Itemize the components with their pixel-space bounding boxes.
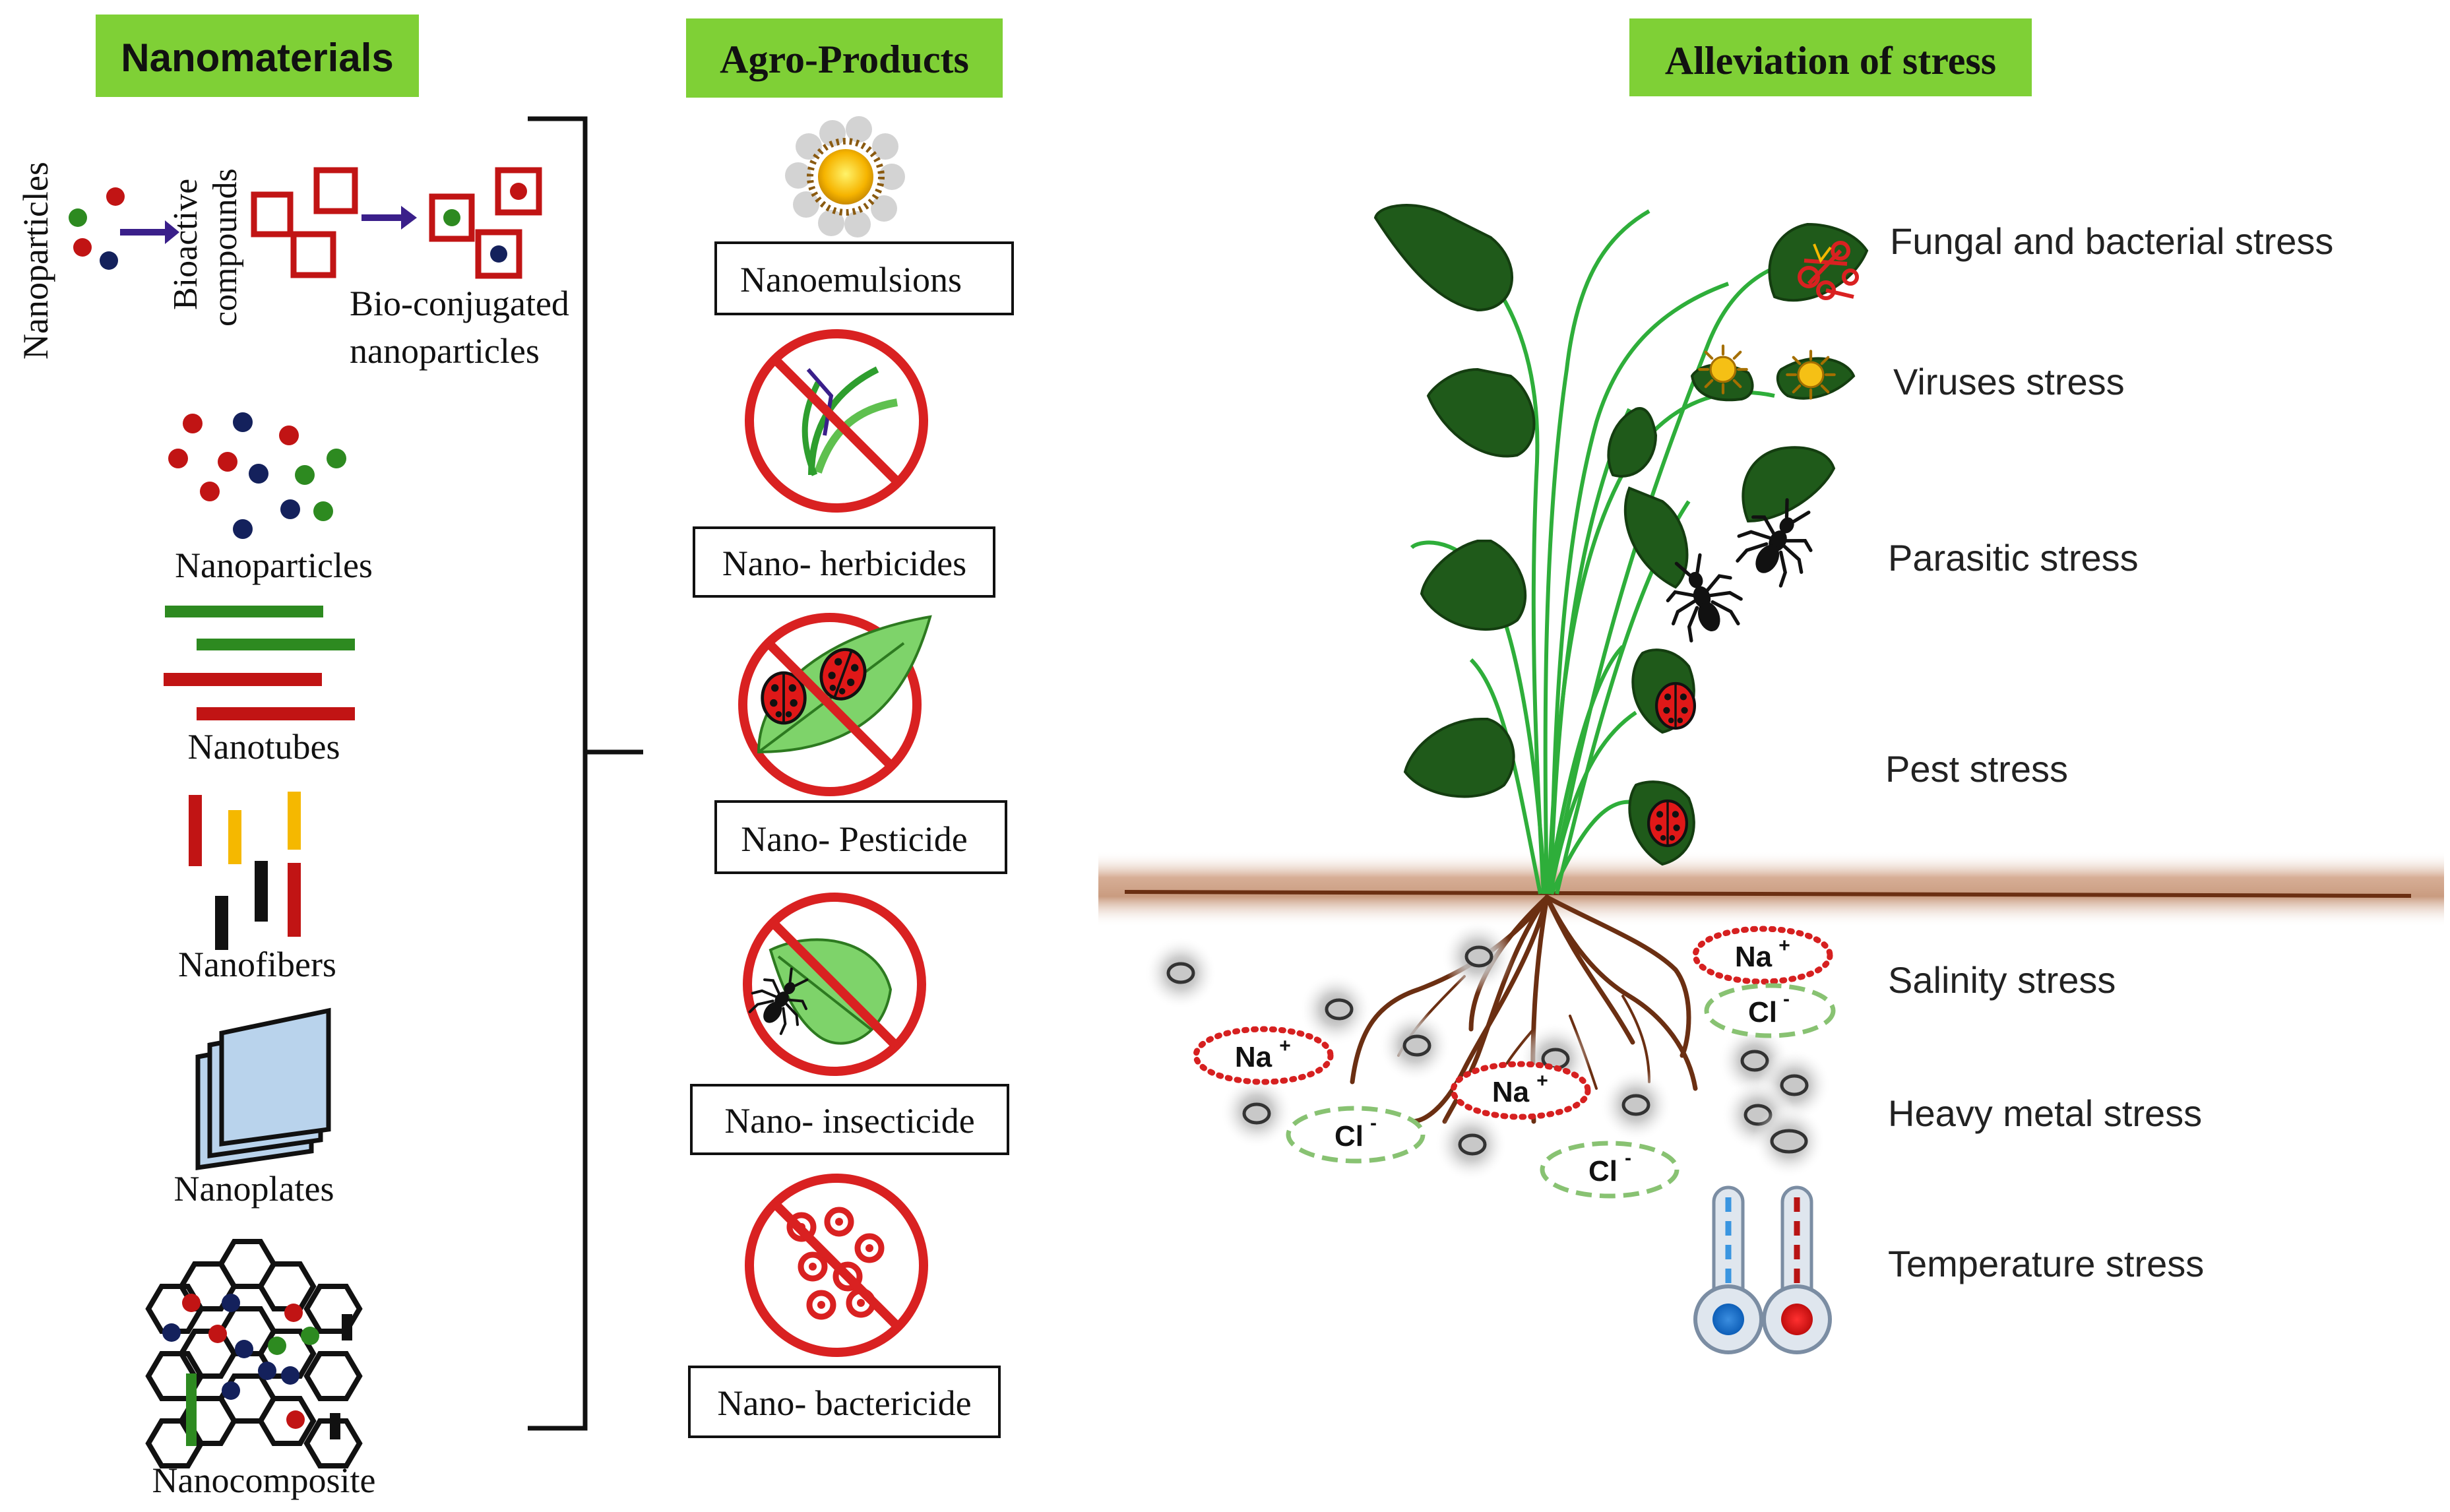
agro-product-label: Nano- Pesticide — [741, 819, 967, 859]
thermometer-hot-icon — [1762, 1185, 1832, 1354]
beetle-icon — [1649, 683, 1695, 846]
agro-product-nano-insecticide: Nano- insecticide — [690, 1084, 1009, 1155]
ion-na: Na + — [1450, 1061, 1591, 1120]
stress-heavy-metal: Heavy metal stress — [1888, 1092, 2202, 1134]
agro-product-label: Nanoemulsions — [740, 260, 962, 299]
nanocomposite-label: Nanocomposite — [152, 1461, 376, 1500]
stress-viruses: Viruses stress — [1893, 361, 2125, 402]
leaf-icon — [1607, 407, 1658, 478]
header-alleviation-label: Alleviation of stress — [1665, 39, 1996, 82]
nanoparticles-icon — [168, 412, 346, 539]
bioconjugated-squares — [429, 167, 542, 279]
bioconjugated-label-line2: nanoparticles — [350, 331, 540, 371]
leaf-icon — [1426, 367, 1536, 458]
ion-cl: Cl - — [1286, 1106, 1426, 1164]
nanofibers-label: Nanofibers — [178, 945, 336, 984]
nanofibers-item: Nanofibers — [178, 792, 336, 984]
stress-temperature: Temperature stress — [1888, 1243, 2204, 1284]
agro-product-nano-bactericide: Nano- bactericide — [688, 1366, 1001, 1438]
nanotubes-label: Nanotubes — [188, 727, 340, 767]
nanotubes-item: Nanotubes — [164, 606, 355, 767]
ion-cl-label: Cl — [1588, 1155, 1618, 1187]
conjugation-nanoparticles-label: Nanoparticles — [16, 162, 55, 360]
nanoplates-icon — [195, 1007, 331, 1171]
leaf-icon — [1420, 540, 1527, 631]
bioactive-squares — [251, 167, 358, 278]
plant-icon — [1373, 204, 1869, 895]
agro-product-label: Nano- insecticide — [724, 1101, 974, 1141]
nanofibers-icon — [189, 792, 301, 950]
nanoplates-item: Nanoplates — [174, 1007, 334, 1209]
ion-cl: Cl - — [1704, 983, 1836, 1038]
agro-product-label: Nano- herbicides — [722, 544, 966, 583]
bioactive-label-line2: compounds — [206, 168, 244, 327]
stress-parasitic: Parasitic stress — [1888, 537, 2139, 579]
ion-na-charge: + — [1279, 1035, 1291, 1057]
ion-cl-charge: - — [1625, 1147, 1631, 1169]
leaf-icon — [1373, 204, 1514, 312]
bio-conjugation-scheme: Nanoparticles Bioactive compounds — [16, 162, 569, 371]
bioactive-label-line1: Bioactive — [167, 179, 204, 310]
nanotubes-icon — [164, 606, 355, 720]
fungus-icon — [1798, 241, 1859, 300]
header-nanomaterials: Nanomaterials — [96, 15, 419, 97]
nanoparticles-item: Nanoparticles — [168, 412, 373, 585]
leaf-icon — [1403, 718, 1515, 798]
leaf-icon — [1742, 446, 1836, 523]
bracket-connector — [528, 116, 643, 1431]
thermometer-cold-icon — [1693, 1185, 1763, 1354]
nanoplates-label: Nanoplates — [174, 1169, 334, 1209]
nanoemulsion-icon — [785, 116, 905, 237]
ion-na: Na + — [1193, 1026, 1334, 1085]
no-insect-icon — [743, 893, 926, 1076]
agro-product-nano-pesticide: Nano- Pesticide — [714, 800, 1007, 874]
arrow-icon — [361, 206, 417, 230]
bioconjugated-label-line1: Bio-conjugated — [350, 284, 569, 323]
conjugation-particles — [69, 187, 125, 270]
ion-na-charge: + — [1778, 935, 1790, 957]
no-herbicide-icon — [745, 329, 928, 513]
agro-product-nanoemulsions: Nanoemulsions — [714, 241, 1014, 315]
agro-product-nano-herbicides: Nano- herbicides — [693, 526, 995, 598]
nanocomposite-icon — [145, 1239, 363, 1468]
stress-fungal-bacterial: Fungal and bacterial stress — [1890, 220, 2333, 262]
nanoparticles-label: Nanoparticles — [175, 546, 373, 585]
header-nanomaterials-label: Nanomaterials — [121, 36, 394, 80]
ion-cl-label: Cl — [1748, 996, 1777, 1028]
stress-pest: Pest stress — [1885, 748, 2068, 790]
agro-product-label: Nano- bactericide — [717, 1383, 971, 1423]
ion-na-label: Na — [1492, 1076, 1530, 1108]
ion-cl-label: Cl — [1335, 1120, 1364, 1152]
no-bacteria-icon — [745, 1174, 928, 1357]
header-agro-products: Agro-Products — [686, 18, 1003, 98]
no-pest-icon — [738, 613, 932, 796]
arrow-icon — [120, 220, 179, 244]
ion-na-label: Na — [1235, 1041, 1272, 1073]
ion-cl-charge: - — [1370, 1112, 1377, 1134]
stress-labels: Fungal and bacterial stress Viruses stre… — [1885, 220, 2333, 1284]
header-alleviation: Alleviation of stress — [1629, 18, 2032, 96]
header-agro-products-label: Agro-Products — [720, 38, 969, 81]
nanocomposite-item: Nanocomposite — [145, 1239, 376, 1500]
ion-na-label: Na — [1735, 941, 1773, 973]
ion-cl-charge: - — [1783, 988, 1790, 1010]
ion-na: Na + — [1692, 926, 1833, 985]
leaf-icon — [1623, 486, 1689, 589]
ion-cl: Cl - — [1540, 1141, 1680, 1199]
stress-salinity: Salinity stress — [1888, 959, 2116, 1001]
heavy-metal-particles — [1145, 920, 1831, 1181]
soil-layer — [1098, 851, 2444, 927]
nanocomposite-fillers — [162, 1294, 352, 1446]
ion-na-charge: + — [1536, 1070, 1548, 1092]
